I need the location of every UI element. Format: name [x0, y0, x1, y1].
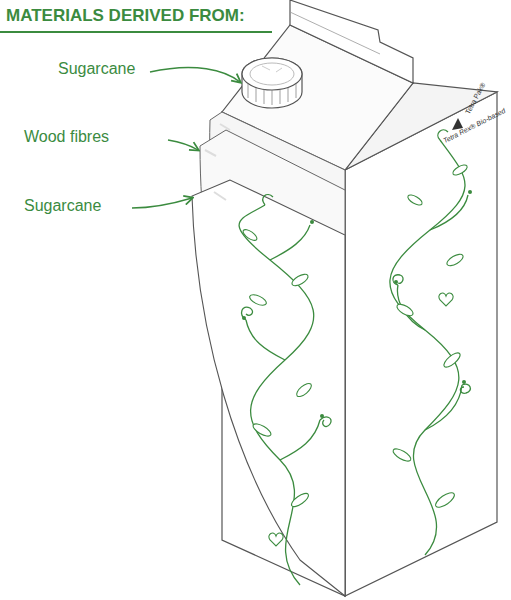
vine-buds [242, 190, 472, 418]
title-underline [0, 31, 272, 33]
vine-decoration [239, 130, 470, 585]
callout-label: Sugarcane [24, 197, 101, 215]
cap-ring [250, 63, 294, 85]
cap-top [242, 58, 302, 90]
cap-ridges [248, 84, 296, 105]
carton-right-face [345, 92, 497, 596]
outer-layer [192, 180, 345, 596]
screw-cap [242, 58, 302, 108]
layer-shine [205, 124, 230, 200]
callout-label: Wood fibres [24, 128, 109, 146]
leader-arrow [132, 198, 192, 208]
vine-leaves [241, 163, 468, 510]
heart-motif [269, 293, 453, 546]
leader-arrow [168, 140, 198, 150]
title-text: MATERIALS DERIVED FROM: [6, 6, 245, 26]
top-fin [290, 0, 413, 83]
fin-crease [290, 12, 380, 54]
callout-label: Sugarcane [58, 60, 135, 78]
cap-shine [262, 66, 282, 72]
leader-arrow [150, 67, 240, 82]
